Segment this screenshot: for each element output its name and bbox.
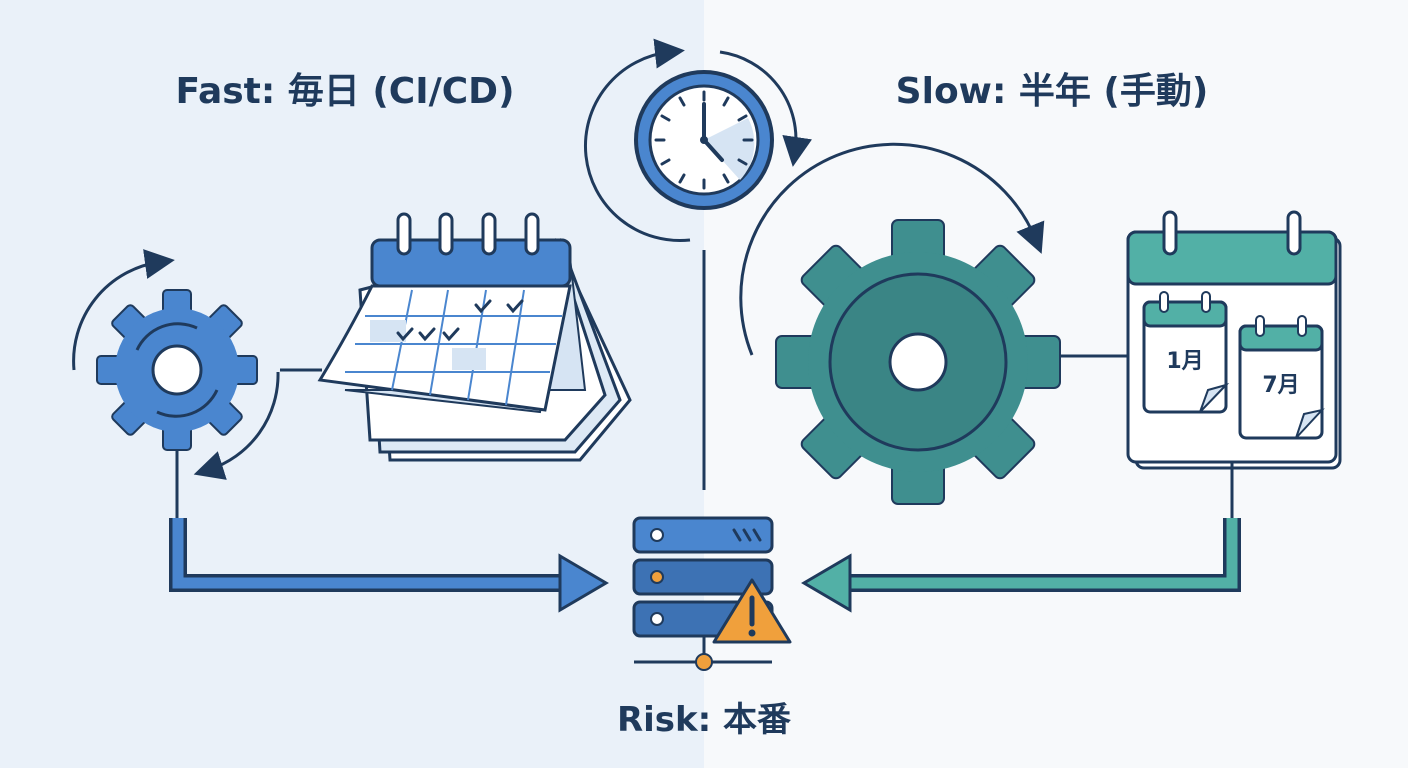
- fast-flow-arrow: [169, 518, 609, 613]
- fast-title: Fast: 毎日 (CI/CD): [175, 71, 515, 112]
- risk-title: Risk: 本番: [616, 700, 792, 740]
- calendar-month-second: 7月: [1262, 373, 1299, 398]
- clock-icon: [583, 38, 813, 243]
- fast-gear-icon: [72, 249, 280, 518]
- warning-icon: [712, 578, 792, 644]
- slow-calendar-icon: 1月 7月: [1126, 210, 1342, 518]
- slow-gear-icon: [739, 142, 1128, 505]
- slow-flow-arrow: [801, 518, 1241, 613]
- calendar-month-first: 1月: [1166, 349, 1203, 374]
- fast-calendar-stack-icon: [280, 212, 632, 462]
- slow-title: Slow: 半年 (手動): [895, 71, 1209, 112]
